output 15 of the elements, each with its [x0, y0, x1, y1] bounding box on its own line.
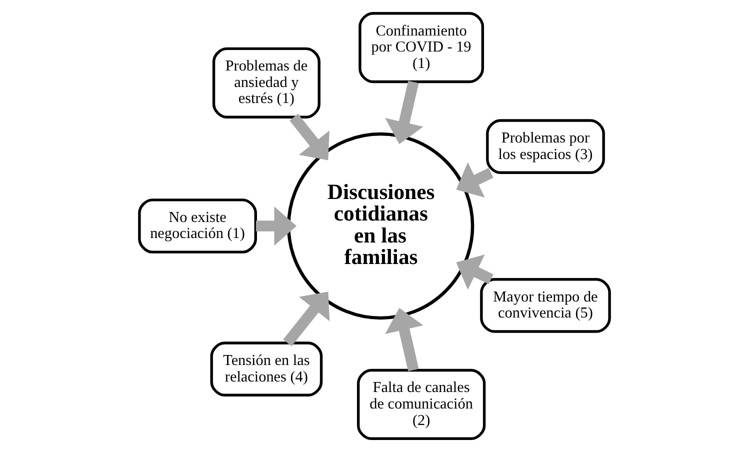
arrow — [255, 206, 296, 246]
arrow — [289, 113, 329, 160]
node-circle: Discusiones cotidianas en las familias — [286, 132, 474, 320]
node-box: Problemas por los espacios (3) — [486, 118, 604, 174]
node-box: Falta de canales de comunicación (2) — [356, 368, 486, 440]
node-box: Confinamiento por COVID - 19 (1) — [358, 11, 484, 83]
node-box: Problemas de ansiedad y estrés (1) — [212, 46, 320, 118]
arrow — [384, 307, 423, 371]
node-box: Mayor tiempo de convivencia (5) — [480, 278, 610, 332]
arrow — [282, 291, 330, 346]
node-box: Tensión en las relaciones (4) — [210, 341, 322, 396]
arrow — [456, 162, 493, 197]
arrow — [456, 254, 493, 290]
arrow — [384, 80, 423, 144]
node-box: No existe negociación (1) — [138, 198, 256, 253]
